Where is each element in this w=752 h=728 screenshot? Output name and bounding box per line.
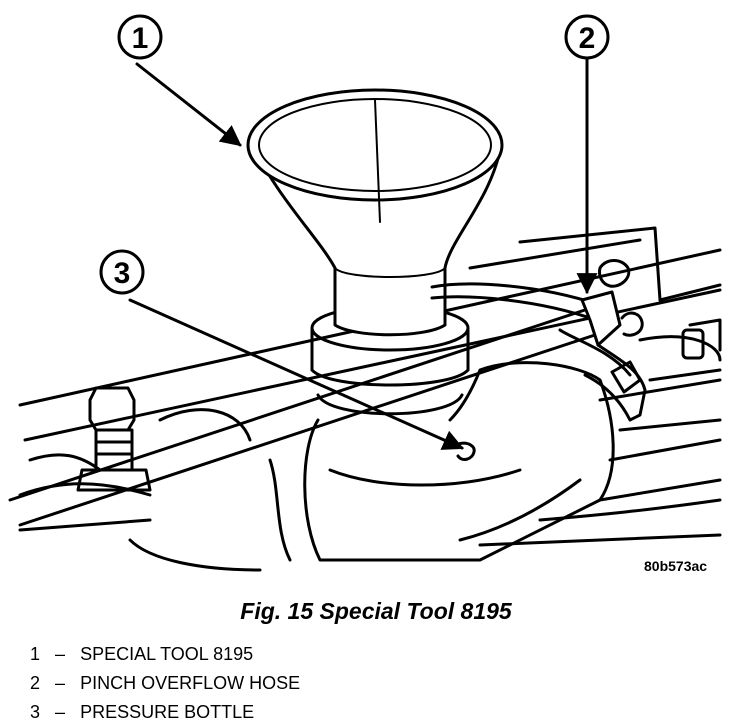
legend-number: 2 [30, 673, 41, 693]
overflow-hose [430, 282, 632, 377]
callout-number-2: 2 [579, 22, 596, 55]
legend-item-2: 2 – PINCH OVERFLOW HOSE [30, 669, 300, 698]
callout-number-1: 1 [132, 22, 149, 55]
hex-fitting [76, 386, 152, 492]
callout-1 [117, 14, 242, 147]
legend-separator: – [55, 702, 66, 722]
figure-reference-code: 80b573ac [644, 558, 708, 574]
legend-list: 1 – SPECIAL TOOL 8195 2 – PINCH OVERFLOW… [30, 640, 300, 727]
callout-3 [99, 249, 464, 450]
pressure-bottle [303, 361, 615, 562]
legend-number: 3 [30, 702, 41, 722]
legend-text: SPECIAL TOOL 8195 [80, 644, 254, 664]
legend-item-3: 3 – PRESSURE BOTTLE [30, 698, 300, 727]
engine-bay-illustration: 1 2 3 [8, 14, 722, 572]
figure-caption: Fig. 15 Special Tool 8195 [240, 598, 512, 624]
crossbar-rod [8, 303, 612, 527]
callout-number-3: 3 [114, 257, 131, 290]
legend-separator: – [55, 644, 66, 664]
legend-item-1: 1 – SPECIAL TOOL 8195 [30, 640, 300, 669]
legend-text: PINCH OVERFLOW HOSE [80, 673, 301, 693]
legend-text: PRESSURE BOTTLE [80, 702, 255, 722]
pinch-clamp [580, 259, 647, 422]
legend-separator: – [55, 673, 66, 693]
funnel-tool [246, 88, 504, 337]
legend-number: 1 [30, 644, 41, 664]
callout-2 [564, 14, 610, 295]
